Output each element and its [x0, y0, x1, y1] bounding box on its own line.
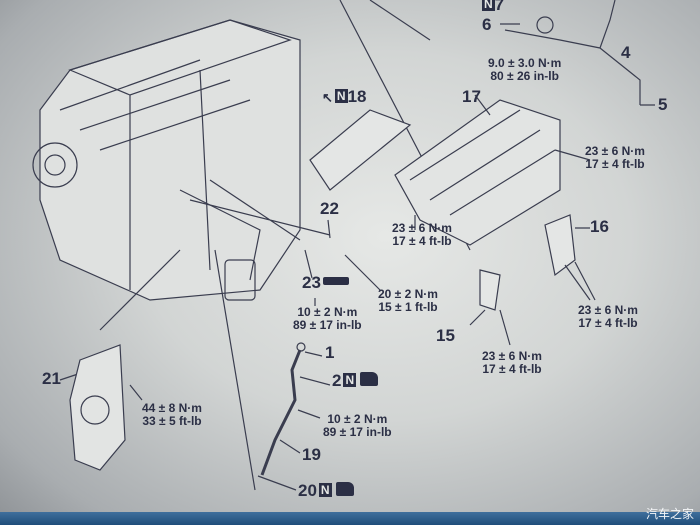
- watermark: 汽车之家: [646, 507, 695, 521]
- cursor-icon: ↖: [322, 90, 333, 105]
- callout-15: 15: [436, 326, 455, 345]
- oil-can-icon: [335, 482, 354, 496]
- bottom-strip: [0, 512, 700, 525]
- callout-4: 4: [621, 43, 631, 62]
- callout-6: 6: [482, 15, 492, 34]
- sealant-tube-icon: [322, 277, 349, 285]
- oil-can-icon: [360, 372, 379, 386]
- callout-19: 19: [302, 445, 321, 464]
- callout-16: 16: [590, 217, 609, 236]
- callout-21: 21: [42, 369, 61, 388]
- callout-5: 5: [658, 95, 668, 114]
- callout-22: 22: [320, 199, 339, 218]
- callout-17: 17: [462, 87, 481, 106]
- callout-23: 23: [302, 274, 349, 292]
- n-symbol-icon: N: [482, 0, 495, 11]
- callout-1: 1: [325, 343, 335, 362]
- engine-block-drawing: [32, 19, 331, 301]
